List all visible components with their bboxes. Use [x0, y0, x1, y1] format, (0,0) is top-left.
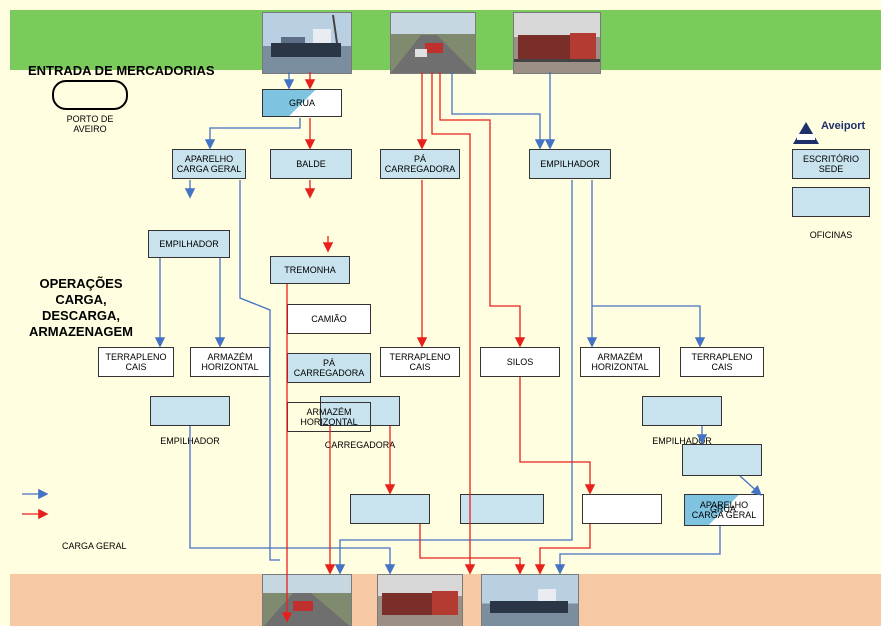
empilhador-right-box: [642, 396, 722, 426]
terrapleno-cais-mid-box: TERRAPLENO CAIS: [380, 347, 460, 377]
armazem-horizontal-mid-box: ARMAZÉM HORIZONTAL: [287, 402, 371, 432]
red-flow-line: [439, 72, 526, 348]
pa-carregadora-mid-box: PÁ CARREGADORA: [287, 353, 371, 383]
terrapleno-cais-left-box: TERRAPLENO CAIS: [98, 347, 174, 377]
blue-flow-line: [739, 475, 762, 496]
carregadora-label: CARREGADORA: [324, 440, 396, 450]
silos-box: SILOS: [480, 347, 560, 377]
operations-label: OPERAÇÕES CARGA, DESCARGA, ARMAZENAGEM: [29, 276, 133, 339]
armazem-horizontal-left-box: ARMAZÉM HORIZONTAL: [190, 347, 270, 377]
port-label: PORTO DE AVEIRO: [66, 114, 114, 134]
empilhador-left-label: EMPILHADOR: [160, 436, 220, 446]
train-photo-bottom: [377, 574, 463, 626]
grua-bottom-label: GRUA: [709, 504, 736, 514]
blue-flow-line: [451, 72, 546, 150]
oficinas-label: OFICINAS: [809, 230, 853, 240]
blue-flow-line: [554, 526, 721, 575]
port-ellipse: [52, 80, 128, 110]
blue-flow-line: [204, 118, 301, 150]
truck-road-photo-bottom: [262, 574, 352, 626]
empilhador-right-label: EMPILHADOR: [652, 436, 712, 446]
destination-box-2: [460, 494, 544, 524]
empilhador-right-lower-box: [682, 444, 762, 476]
destination-box-1: [350, 494, 430, 524]
logo-text: Aveiport: [821, 120, 866, 132]
page-title: ENTRADA DE MERCADORIAS: [28, 63, 215, 78]
red-flow-line: [419, 524, 526, 575]
empilhador-top-box: EMPILHADOR: [529, 149, 611, 179]
grua-top-box: GRUA: [262, 89, 342, 117]
truck-road-photo-top: [390, 12, 476, 74]
empilhador-left-lower-box: [150, 396, 230, 426]
red-flow-line: [519, 377, 596, 495]
aveiport-logo: Aveiport: [793, 118, 871, 144]
cargo-ship-photo-top: [262, 12, 352, 74]
aparelho-carga-geral-box: APARELHO CARGA GERAL: [172, 149, 246, 179]
cargo-ship-photo-bottom: [481, 574, 579, 626]
camiao-box: CAMIÃO: [287, 304, 371, 334]
escritorio-sede-box: ESCRITÓRIO SEDE: [792, 149, 870, 179]
pa-carregadora-top-box: PÁ CARREGADORA: [380, 149, 460, 179]
armazem-horizontal-right-box: ARMAZÉM HORIZONTAL: [580, 347, 660, 377]
destination-box-3: [582, 494, 662, 524]
aparelho-carga-geral-bottom-box: APARELHO CARGA GERAL: [684, 494, 764, 526]
blue-flow-line: [591, 180, 706, 348]
tremonha-box: TREMONHA: [270, 256, 350, 284]
balde-box: BALDE: [270, 149, 352, 179]
empilhador-left-box: EMPILHADOR: [148, 230, 230, 258]
train-photo-top: [513, 12, 601, 74]
red-flow-line: [534, 524, 591, 575]
general-cargo-legend: CARGA GERAL: [62, 541, 127, 551]
terrapleno-cais-right-box: TERRAPLENO CAIS: [680, 347, 764, 377]
oficinas-box: [792, 187, 870, 217]
